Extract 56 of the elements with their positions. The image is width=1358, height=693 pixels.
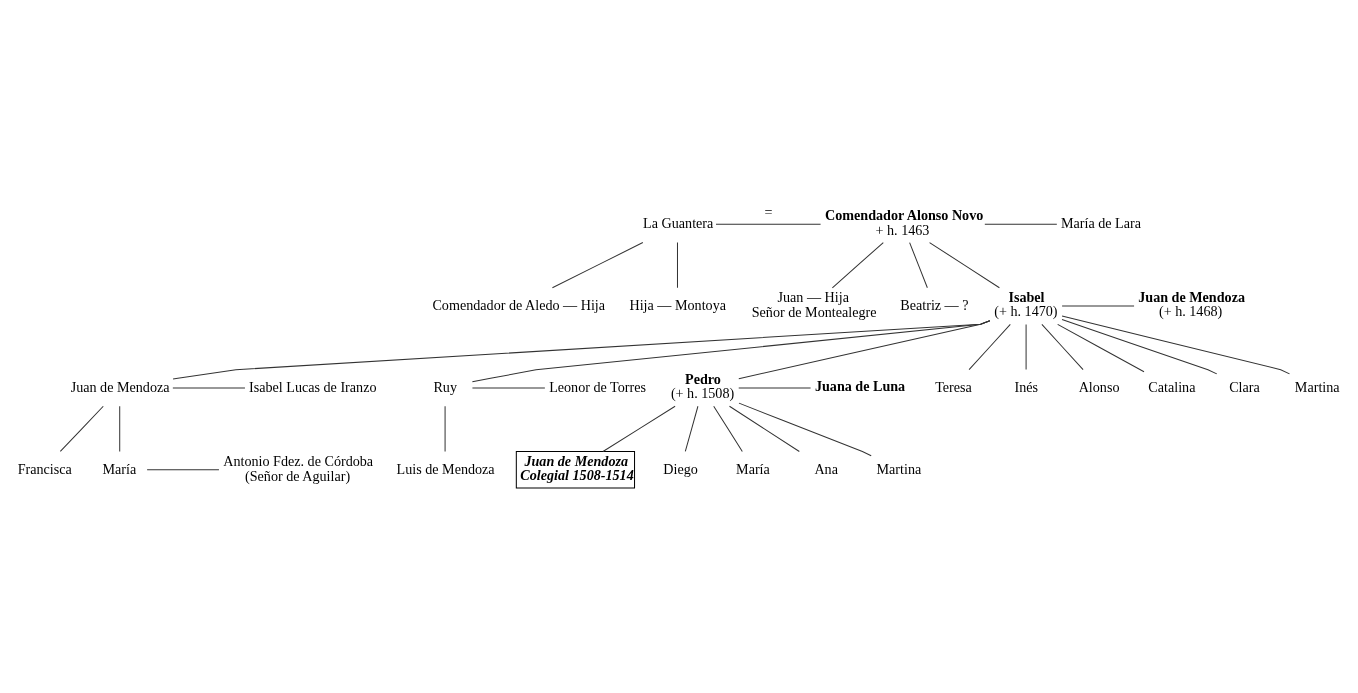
connector <box>1025 323 1027 370</box>
node-text: María <box>102 460 137 477</box>
connector <box>738 319 991 379</box>
connector <box>909 241 928 288</box>
node-text: Comendador de Aledo — Hija <box>432 296 606 313</box>
connector <box>831 241 884 288</box>
node-text: Juana de Luna <box>814 377 906 394</box>
node-text: María <box>736 460 770 477</box>
node-text: Leonor de Torres <box>549 378 646 395</box>
node-text: María de Lara <box>1060 214 1141 231</box>
node-text: Teresa <box>935 378 972 395</box>
node-text: Juan — Hija Señor de Montealegre <box>751 288 877 320</box>
connector <box>471 319 991 382</box>
connector <box>1041 323 1084 370</box>
node-text: Ruy <box>433 378 458 395</box>
node-text: Pedro (+ h. 1508) <box>670 370 735 401</box>
connector <box>729 405 800 452</box>
connector <box>119 405 121 452</box>
connector <box>1057 323 1145 372</box>
connector <box>715 223 822 225</box>
node-text: Ana <box>814 460 838 477</box>
connector <box>984 223 1058 225</box>
connector <box>676 241 678 288</box>
connector <box>684 405 699 452</box>
node-text: Comendador Alonso Novo + h. 1463 <box>825 206 984 238</box>
node-text: Martina <box>1294 378 1340 395</box>
node-text: Inés <box>1014 378 1039 395</box>
node-text: La Guantera <box>643 214 714 231</box>
node-text: Alonso <box>1078 378 1120 395</box>
connector <box>968 323 1011 370</box>
connector <box>444 405 446 452</box>
node-box: Juan de Mendoza Colegial 1508-1514 <box>515 450 636 488</box>
node-text: Martina <box>876 460 922 477</box>
connector <box>146 468 220 470</box>
node-text: Juan de Mendoza (+ h. 1468) <box>1138 288 1245 319</box>
connector <box>172 319 991 380</box>
node-text: Antonio Fdez. de Córdoba (Señor de Aguilar) <box>223 452 374 484</box>
connector <box>602 405 676 452</box>
connector <box>713 405 743 452</box>
node-text: Francisca <box>17 460 72 477</box>
node-text: Hija — Montoya <box>629 296 726 313</box>
node-text: Isabel Lucas de Iranzo <box>249 378 377 395</box>
connector <box>1061 318 1218 374</box>
connector <box>551 241 644 288</box>
node-text: Juan de Mendoza <box>70 378 170 395</box>
node-text: Beatriz — ? <box>900 296 969 313</box>
connector <box>1061 314 1291 374</box>
edge-label: = <box>764 203 773 220</box>
node-text: Clara <box>1229 378 1260 395</box>
connector <box>738 402 872 456</box>
node-text: Diego <box>663 460 698 477</box>
connector <box>59 405 104 452</box>
node-text: Luis de Mendoza <box>396 460 495 477</box>
node-text: Isabel (+ h. 1470) <box>994 288 1058 319</box>
node-text: Catalina <box>1148 378 1196 395</box>
connector <box>929 241 1000 288</box>
